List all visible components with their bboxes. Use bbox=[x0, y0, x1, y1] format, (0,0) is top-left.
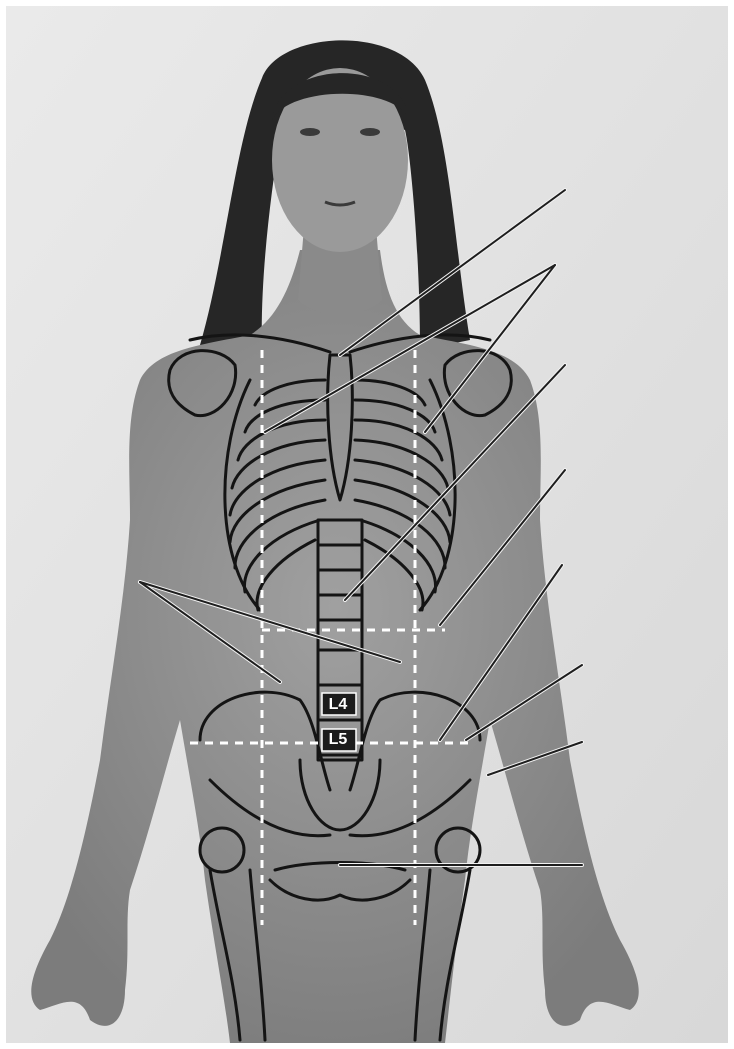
eye-right bbox=[360, 128, 380, 136]
vertebra-label-l4: L4 bbox=[320, 696, 356, 714]
vertebra-label-l5: L5 bbox=[320, 731, 356, 749]
eye-left bbox=[300, 128, 320, 136]
anatomy-photo bbox=[6, 6, 728, 1043]
